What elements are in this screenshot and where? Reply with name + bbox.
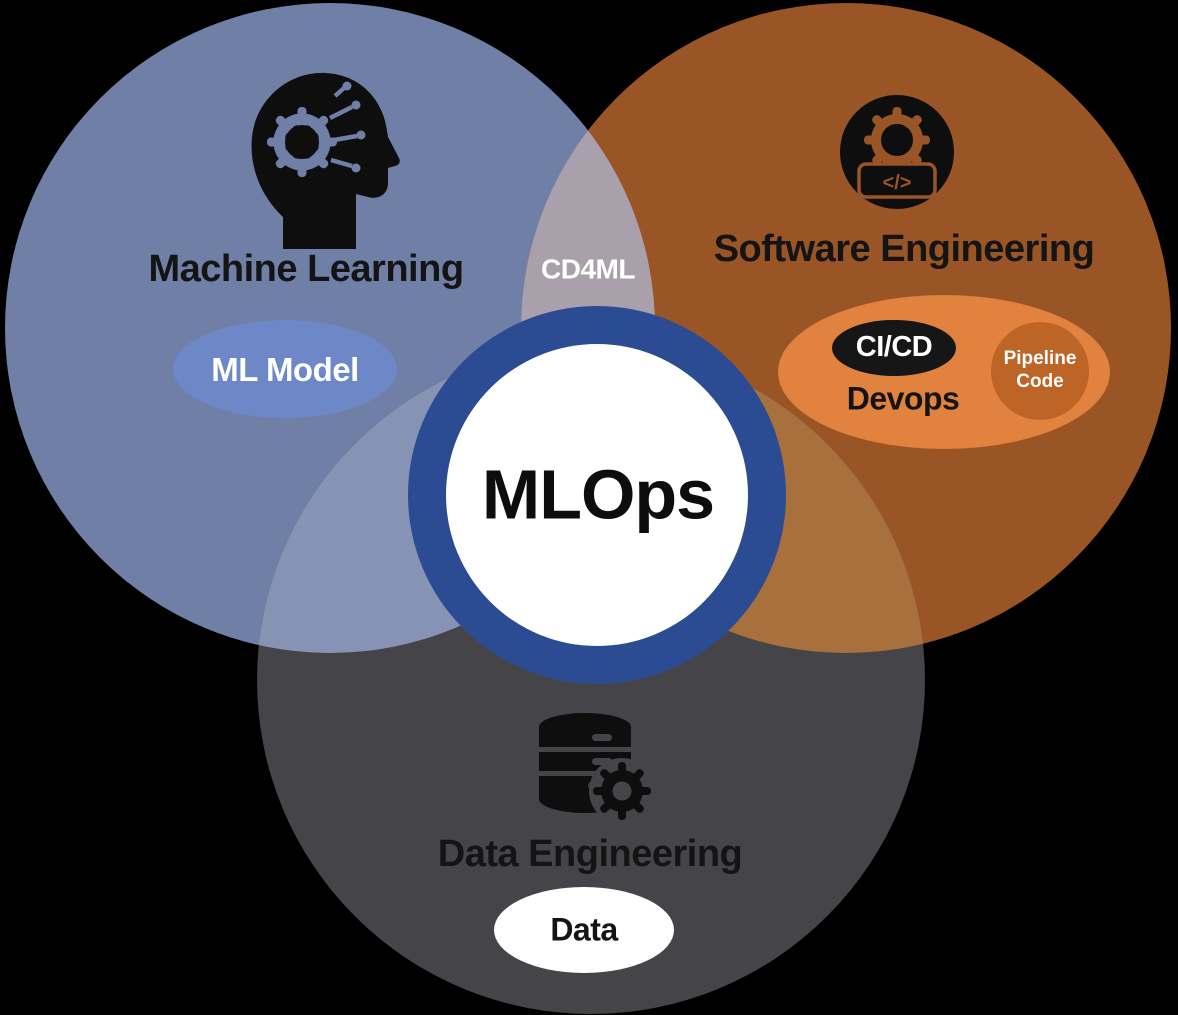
pipeline-code-tag: Pipeline Code — [995, 348, 1085, 394]
database-gear-icon — [539, 713, 655, 824]
cicd-ellipse — [832, 320, 956, 376]
pipeline-code-line1: Pipeline — [1003, 348, 1077, 370]
data-tag: Data — [550, 911, 618, 948]
devops-tag: Devops — [846, 380, 960, 417]
pipeline-code-circle — [991, 322, 1089, 420]
mlops-center-label: MLOps — [481, 455, 715, 534]
software-engineering-label: Software Engineering — [713, 228, 1095, 271]
code-plate — [857, 162, 937, 199]
data-ellipse — [494, 887, 674, 973]
se-gear-cutout — [864, 107, 930, 173]
db-band-separators — [539, 747, 631, 776]
head-circuit-dots — [342, 81, 366, 173]
brain-circuit-icon — [251, 72, 400, 249]
machine-learning-label: Machine Learning — [148, 248, 464, 291]
pipeline-code-line2: Code — [1016, 371, 1064, 392]
head-circuit-cutout — [328, 86, 358, 169]
head-gear-cutout — [267, 107, 337, 177]
cicd-tag: CI/CD — [855, 331, 933, 364]
ml-model-tag: ML Model — [211, 350, 359, 388]
data-engineering-label: Data Engineering — [437, 833, 743, 876]
gear-code-icon: </> — [840, 95, 954, 209]
db-gear — [593, 762, 651, 820]
code-brackets-glyph: </> — [883, 172, 912, 194]
mlops-center-circle — [446, 344, 748, 646]
cd4ml-overlap-label: CD4ML — [541, 253, 635, 285]
ml-model-ellipse — [173, 320, 397, 418]
